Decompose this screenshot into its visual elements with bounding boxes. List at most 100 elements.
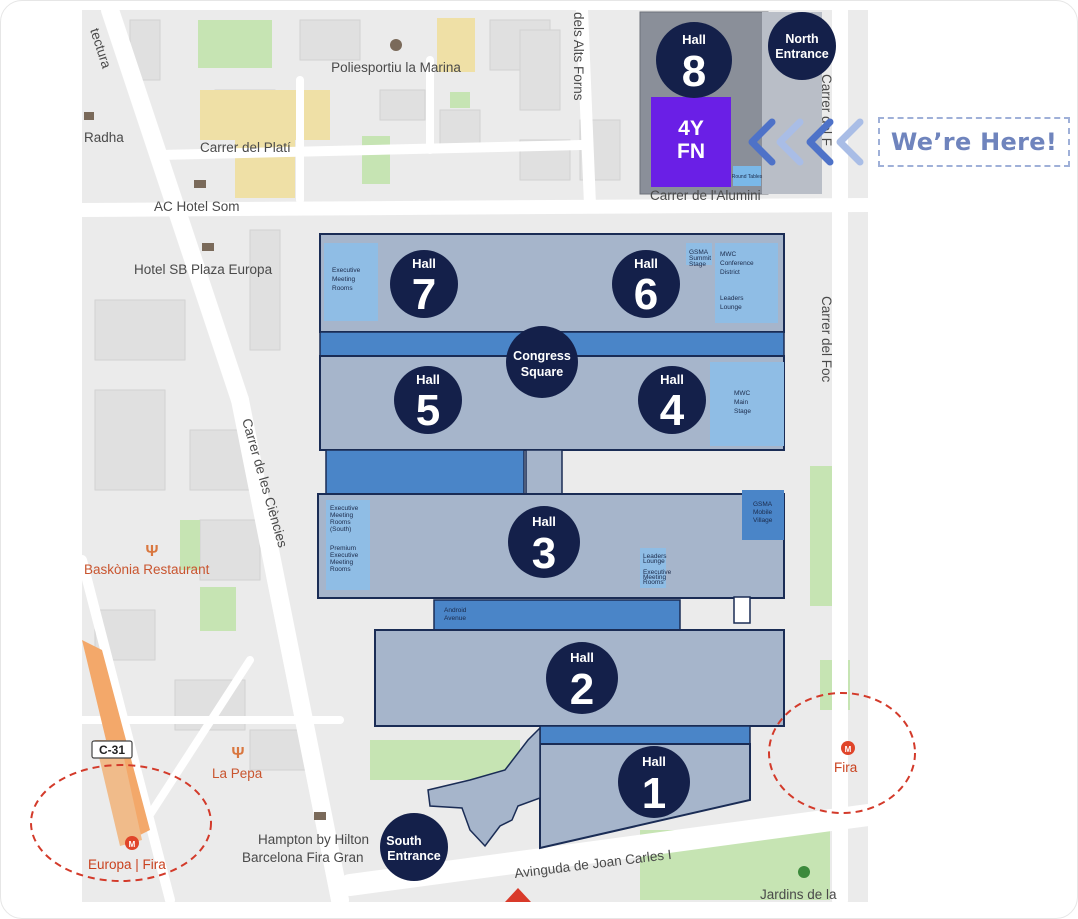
fira-highlight	[768, 692, 916, 814]
mwc-conference-district[interactable]	[715, 243, 778, 323]
jardins-poi[interactable]: Jardins de la	[760, 866, 837, 902]
ac-hotel-poi[interactable]: AC Hotel Som	[154, 180, 240, 214]
la-pepa-label: La Pepa	[212, 766, 263, 781]
europa-fira-highlight	[30, 764, 212, 882]
hall-circle-5[interactable]: Hall 5	[394, 366, 462, 435]
hotel-sb-label: Hotel SB Plaza Europa	[134, 262, 273, 277]
hall-7-6-building[interactable]	[319, 233, 785, 333]
room-premium-1: Premium	[330, 545, 356, 552]
hotel-icon-radha	[84, 112, 94, 120]
metro-fira[interactable]: M Fira	[834, 741, 858, 775]
hall-circle-8[interactable]: Hall 8	[656, 22, 732, 98]
mwc-main-stage[interactable]	[710, 362, 784, 446]
room-h3leaders-2: Lounge	[643, 558, 665, 565]
highway-shield: C-31	[91, 740, 133, 759]
highway-label: C-31	[99, 743, 125, 757]
ac-hotel-label: AC Hotel Som	[154, 199, 240, 214]
hall-circle-7[interactable]: Hall 7	[390, 250, 458, 319]
connector-band[interactable]	[325, 449, 525, 495]
metro-icon-fira	[841, 741, 855, 755]
room-avenue-2: Avenue	[444, 615, 466, 622]
executive-meeting-rooms-south[interactable]	[326, 500, 370, 590]
restaurant-icon-baskonia: Ψ	[146, 543, 159, 560]
congress-label-1: Congress	[513, 349, 571, 363]
hampton-poi[interactable]: Hampton by Hilton Barcelona Fira Gran	[242, 812, 369, 865]
room-h3exec-4: (South)	[330, 526, 351, 533]
hall-word-8: Hall	[682, 32, 706, 47]
hall-word-5: Hall	[416, 372, 440, 387]
la-pepa-poi[interactable]: Ψ La Pepa	[212, 745, 263, 781]
room-h3exec2-1: Executive	[643, 569, 672, 576]
leaders-lounge-h3[interactable]	[640, 548, 666, 588]
hampton-label-1: Hampton by Hilton	[258, 832, 369, 847]
hall-circle-2[interactable]: Hall 2	[546, 642, 618, 714]
poliesportiu-poi[interactable]: Poliesportiu la Marina	[331, 39, 461, 75]
gsma-mobile-village[interactable]	[742, 490, 784, 540]
room-premium-4: Rooms	[330, 566, 351, 573]
jardins-label: Jardins de la	[760, 887, 837, 902]
hall-number-6: 6	[634, 270, 658, 319]
gsma-summit-stage[interactable]	[686, 243, 712, 265]
street-foc: Carrer del Foc	[819, 296, 834, 383]
room-conf-3: District	[720, 269, 740, 276]
hall-3-opening	[733, 596, 751, 624]
connector-walkway[interactable]	[525, 449, 563, 495]
room-h7-3: Rooms	[332, 285, 353, 292]
room-main-3: Stage	[734, 408, 751, 415]
park-icon	[798, 866, 810, 878]
round-tables-area[interactable]	[733, 166, 761, 186]
room-main-1: MWC	[734, 390, 751, 397]
room-leaders-2: Lounge	[720, 304, 742, 311]
north-entrance-label-2: Entrance	[775, 47, 829, 61]
4yfn-area[interactable]	[651, 97, 731, 187]
north-entrance-label-1: North	[785, 32, 818, 46]
hall-circle-1[interactable]: Hall 1	[618, 746, 690, 818]
room-labels: Executive Meeting Rooms GSMA Summit Stag…	[330, 249, 773, 622]
room-h7-2: Meeting	[332, 276, 356, 283]
south-marker-icon	[505, 888, 531, 902]
room-main-2: Main	[734, 399, 748, 406]
metro-icon-europa	[125, 836, 139, 850]
room-h3exec2-2: Meeting	[643, 574, 667, 581]
metro-europa-label: Europa | Fira	[88, 857, 166, 872]
hall-circle-4[interactable]: Hall 4	[638, 366, 706, 435]
hall-word-3: Hall	[532, 514, 556, 529]
room-h3exec2-3: Rooms	[643, 579, 664, 586]
room-gsma-2: Summit	[689, 255, 711, 262]
hotel-icon-ac	[194, 180, 206, 188]
hotel-icon-hampton	[314, 812, 326, 820]
hall-1-walkway[interactable]	[427, 726, 541, 848]
sports-icon	[390, 39, 402, 51]
congress-square-circle[interactable]: Congress Square	[506, 326, 578, 398]
poliesportiu-label: Poliesportiu la Marina	[331, 60, 461, 75]
room-conf-1: MWC	[720, 251, 737, 258]
room-premium-2: Executive	[330, 552, 359, 559]
hotel-icon-sb	[202, 243, 214, 251]
north-entrance[interactable]: North Entrance	[768, 12, 836, 80]
hall-number-5: 5	[416, 386, 440, 435]
executive-meeting-rooms-h7[interactable]	[324, 243, 378, 321]
room-h7-1: Executive	[332, 267, 361, 274]
hall-1-band[interactable]	[539, 725, 751, 745]
android-avenue[interactable]	[433, 599, 681, 631]
4yfn-label-2: FN	[677, 140, 705, 163]
room-avenue-1: Android	[444, 607, 467, 614]
room-village-1: GSMA	[753, 501, 773, 508]
room-conf-2: Conference	[720, 260, 754, 267]
hall-circle-3[interactable]: Hall 3	[508, 506, 580, 578]
metro-glyph-fira: M	[845, 745, 852, 754]
radha-poi[interactable]: Radha	[84, 112, 124, 145]
room-village-3: Village	[753, 517, 773, 524]
south-entrance[interactable]: South Entrance	[380, 813, 448, 881]
metro-europa-fira[interactable]: M Europa | Fira	[88, 836, 166, 872]
metro-fira-label: Fira	[834, 760, 858, 775]
hampton-label-2: Barcelona Fira Gran	[242, 850, 364, 865]
street-alts-forns: dels Alts Forns	[571, 12, 586, 101]
baskonia-label: Baskònia Restaurant	[84, 562, 210, 577]
room-gsma-3: Stage	[689, 261, 706, 268]
room-leaders-1: Leaders	[720, 295, 744, 302]
baskonia-poi[interactable]: Ψ Baskònia Restaurant	[84, 543, 210, 577]
hall-circle-6[interactable]: Hall 6	[612, 250, 680, 319]
hotel-sb-poi[interactable]: Hotel SB Plaza Europa	[134, 243, 273, 277]
